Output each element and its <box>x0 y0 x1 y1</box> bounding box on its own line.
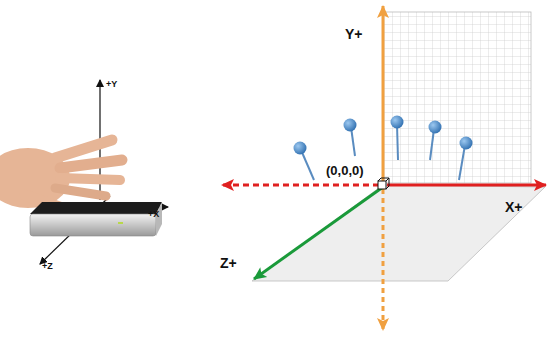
grid-plane <box>383 12 531 183</box>
sensor-figure <box>0 80 168 264</box>
axis-line <box>382 189 385 330</box>
axis-line <box>222 184 379 187</box>
axis-label: X+ <box>503 200 525 215</box>
axis-label: (0,0,0) <box>324 164 366 178</box>
fingertip-pins <box>294 116 473 181</box>
axis-label: Y+ <box>343 27 365 42</box>
axis-label: +Y <box>104 80 119 90</box>
sensor-device <box>30 202 162 236</box>
floor-plane <box>252 185 545 281</box>
axis-line <box>254 187 383 279</box>
origin-cube <box>378 178 389 189</box>
axis-label: Z+ <box>218 256 239 271</box>
coordinate-diagram <box>222 6 546 330</box>
hand <box>0 140 122 210</box>
axis-label: +Z <box>40 262 55 272</box>
axis-line <box>387 184 546 187</box>
axis-line <box>382 6 385 183</box>
axis-label: +X <box>146 210 161 220</box>
